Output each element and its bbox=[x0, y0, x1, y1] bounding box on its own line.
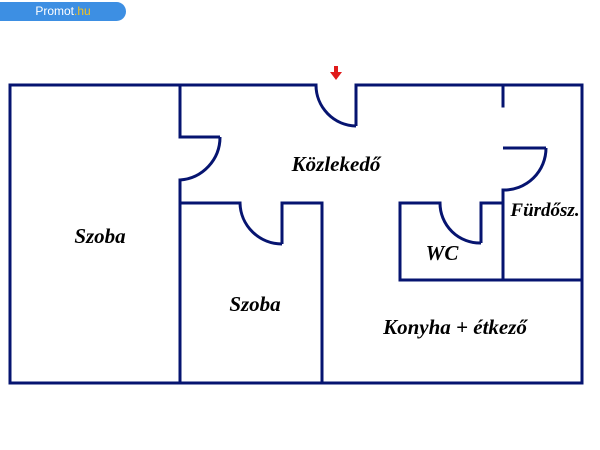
room-label-szoba-mid: Szoba bbox=[229, 292, 280, 316]
room-label-kozlekedo: Közlekedő bbox=[291, 152, 382, 176]
room-label-furdo: Fürdősz. bbox=[509, 200, 579, 221]
bath-door-swing bbox=[502, 147, 548, 192]
room-label-szoba-left: Szoba bbox=[74, 224, 125, 248]
site-name: Promot bbox=[35, 4, 74, 18]
site-tld: .hu bbox=[74, 4, 91, 18]
room-label-konyha: Konyha + étkező bbox=[382, 315, 528, 339]
arrow-down-icon bbox=[330, 66, 342, 80]
wc-door-swing bbox=[438, 202, 482, 245]
walls bbox=[8, 83, 584, 385]
mid-room-door-swing bbox=[238, 202, 283, 246]
room-label-wc: WC bbox=[426, 241, 460, 265]
doors bbox=[179, 84, 548, 246]
site-watermark-badge[interactable]: Promot.hu bbox=[0, 2, 126, 21]
left-room-door-swing bbox=[179, 136, 222, 182]
entrance-door-swing bbox=[314, 84, 357, 128]
